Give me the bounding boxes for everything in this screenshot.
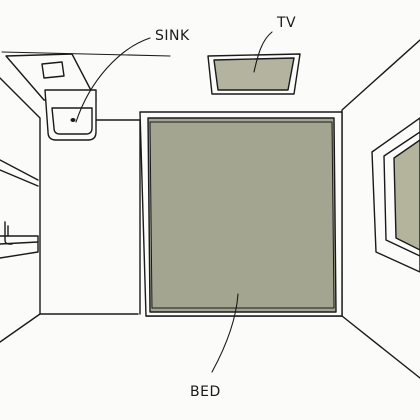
window xyxy=(371,117,420,273)
bed xyxy=(139,111,343,317)
sink-label: SINK xyxy=(155,28,190,44)
tv-label: TV xyxy=(276,15,296,31)
bed-label: BED xyxy=(190,384,221,400)
sink-counter xyxy=(5,53,97,101)
sink-basin xyxy=(44,89,97,141)
tv-panel xyxy=(207,53,301,95)
towel-hook-icon xyxy=(4,221,13,245)
leader-lines xyxy=(75,31,273,373)
